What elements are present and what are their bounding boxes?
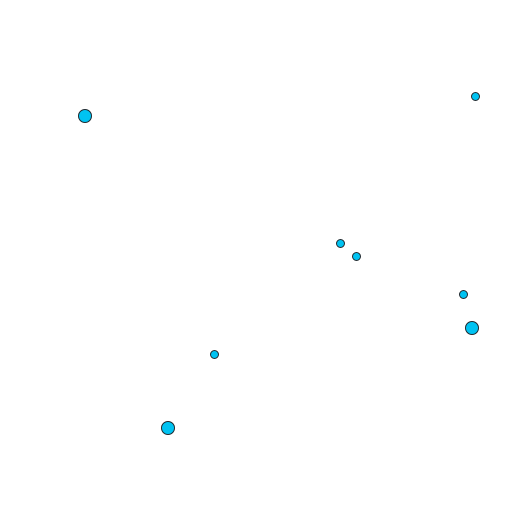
marker-dot[interactable] <box>78 109 92 123</box>
marker-dot[interactable] <box>210 350 219 359</box>
marker-dot[interactable] <box>459 290 468 299</box>
marker-dot[interactable] <box>161 421 175 435</box>
marker-dot[interactable] <box>352 252 361 261</box>
marker-dot[interactable] <box>336 239 345 248</box>
marker-dot[interactable] <box>471 92 480 101</box>
marker-dot[interactable] <box>465 321 479 335</box>
